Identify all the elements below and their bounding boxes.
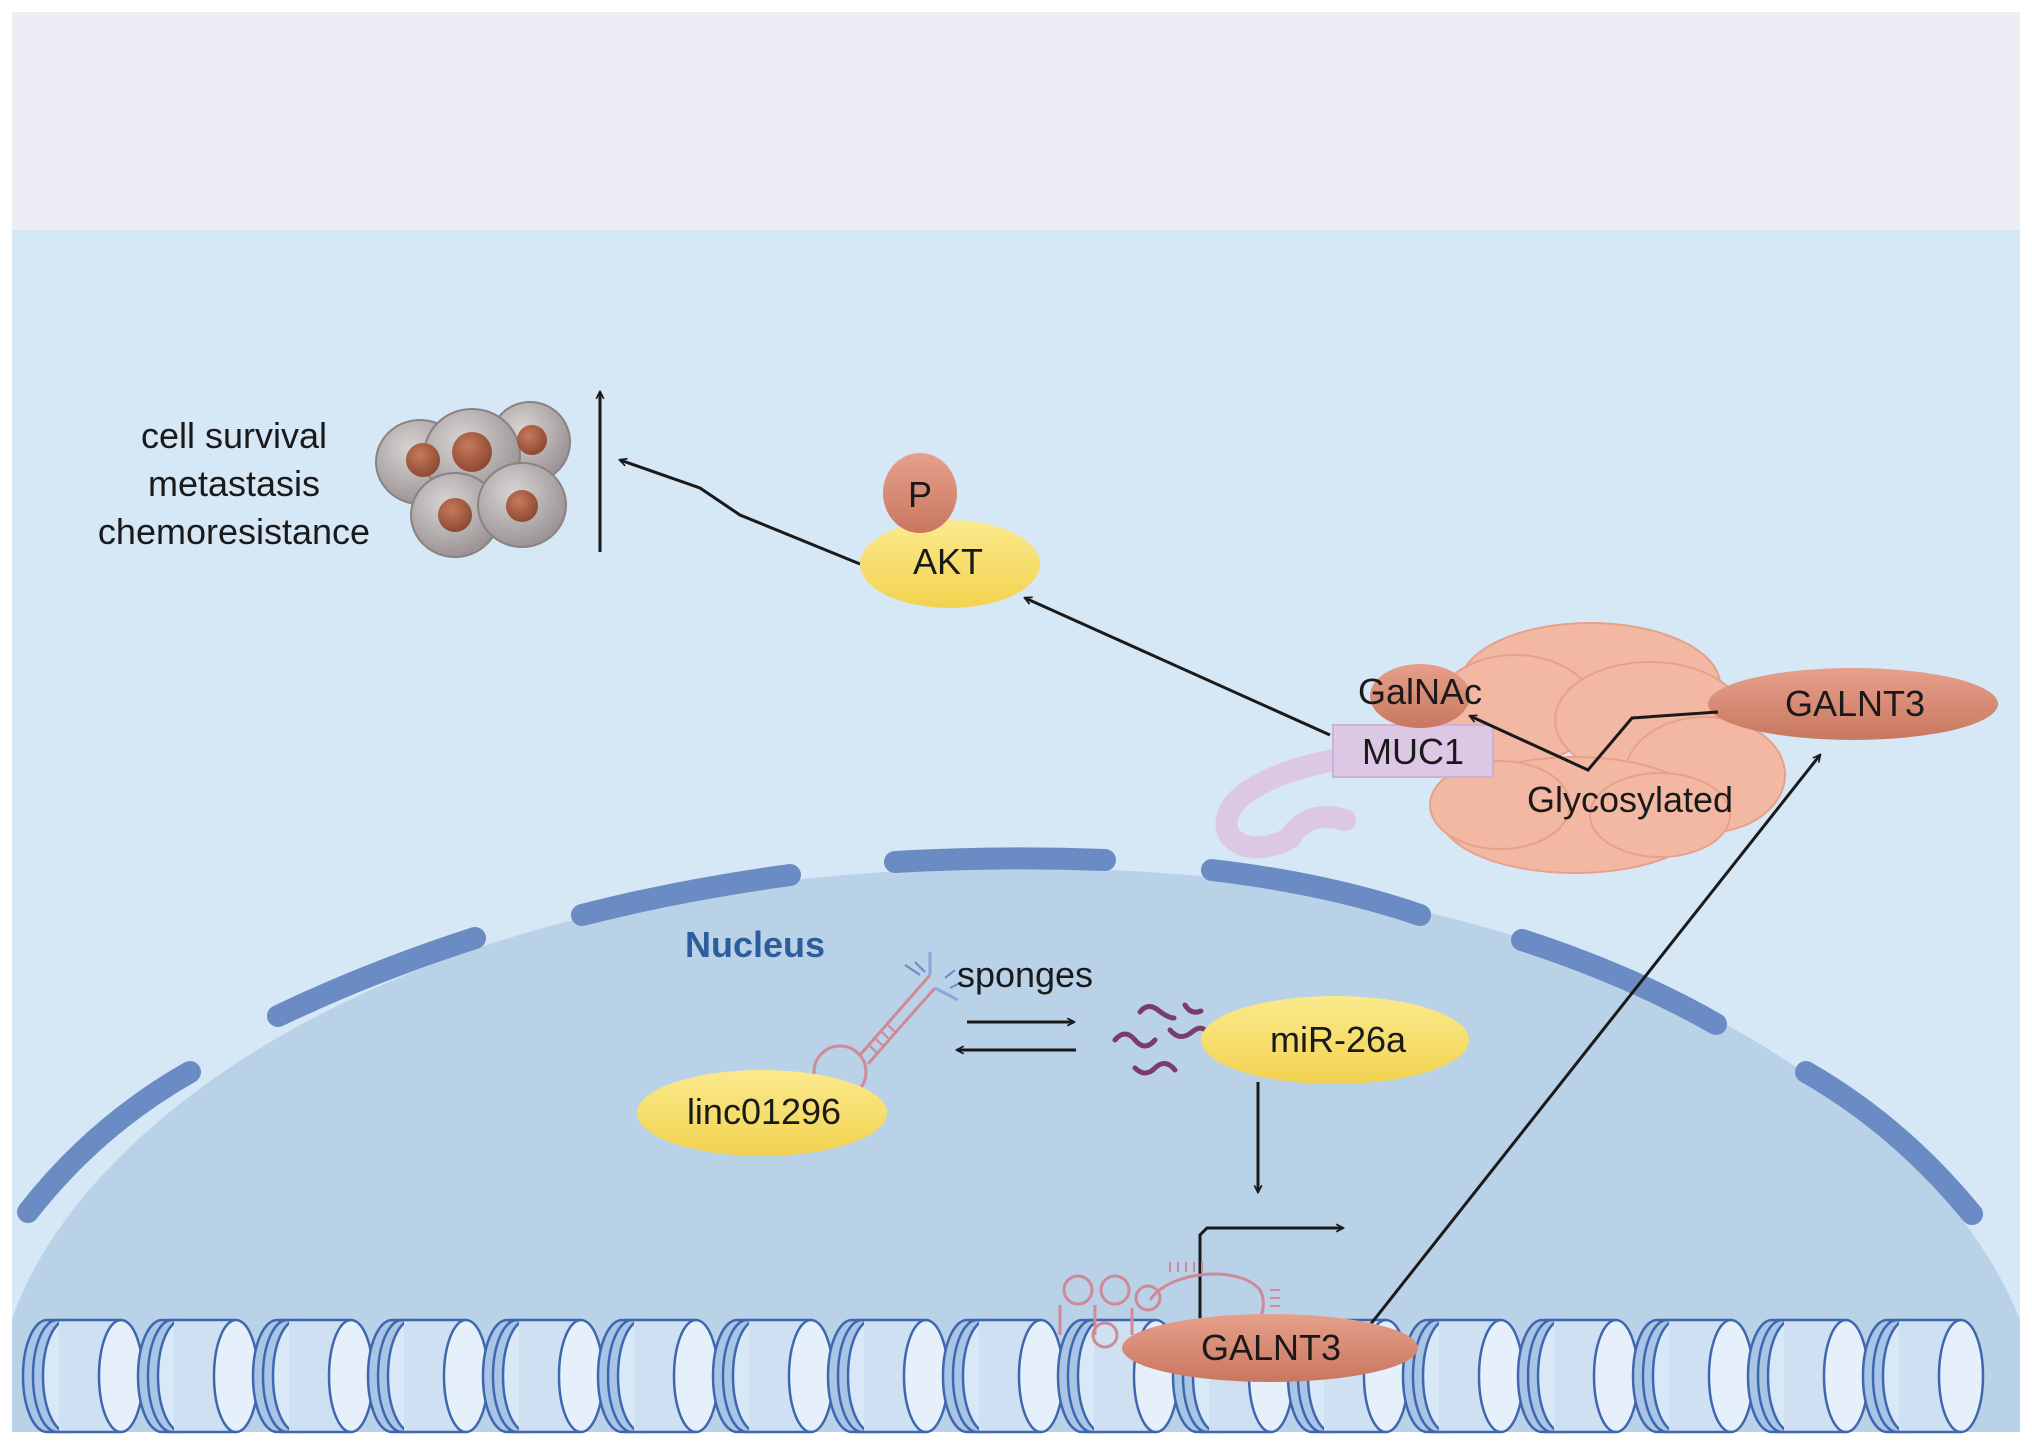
nucleus-body	[12, 868, 2020, 1432]
galnac-oval	[1370, 664, 1470, 728]
tumor-cell-cluster	[375, 401, 571, 558]
extracellular-band	[12, 12, 2020, 232]
galnt3-mrna-hairpins	[1058, 1272, 1265, 1349]
akt-oval	[860, 520, 1040, 608]
mir26a-label: miR-26a	[1269, 1019, 1407, 1060]
akt-label: AKT	[912, 541, 984, 582]
nucleosome	[481, 1318, 605, 1434]
arrow-gene-to-protein	[1368, 755, 1820, 1326]
phenotype-list: cell survival metastasis chemoresistance	[98, 412, 370, 556]
phenotype-item: chemoresistance	[97, 511, 371, 552]
arrow-akt-to-phenotype	[620, 460, 861, 566]
nucleus-label: Nucleus	[684, 924, 826, 965]
phospho-circle	[883, 453, 957, 533]
nucleosome	[1401, 1318, 1525, 1434]
galnt3-gene-label: GALNT3	[1200, 1327, 1342, 1368]
nucleosome	[941, 1318, 1065, 1434]
galnt3-protein-oval	[1708, 668, 1998, 740]
arrow-muc1-to-akt	[1025, 598, 1331, 737]
nucleosome	[596, 1318, 720, 1434]
glycosylated-muc1-cloud	[1429, 622, 1786, 874]
nucleosome	[1746, 1318, 1870, 1434]
galnt3-mrna-ticks	[1169, 1262, 1280, 1307]
glycosylated-label: Glycosylated	[1526, 779, 1734, 820]
sponges-label: sponges	[956, 954, 1094, 995]
galnac-label: GalNAc	[1357, 671, 1483, 712]
nuclear-envelope	[17, 847, 1983, 1225]
linc01296-oval	[637, 1070, 887, 1156]
phospho-label: P	[907, 474, 933, 515]
nucleosome	[711, 1318, 835, 1434]
nucleosome	[21, 1318, 145, 1434]
phenotype-item: metastasis	[147, 463, 321, 504]
galnt3-protein-label: GALNT3	[1784, 683, 1926, 724]
mir26a-oval	[1201, 996, 1469, 1084]
arrow-galnt3-to-galnac	[1470, 710, 1719, 772]
nucleosome	[1631, 1318, 1755, 1434]
linc01296-tail	[904, 961, 963, 989]
nucleosome	[366, 1318, 490, 1434]
muc1-box	[1332, 724, 1494, 778]
mirna-squiggles	[1112, 1002, 1213, 1076]
muc1-label: MUC1	[1361, 731, 1465, 772]
phenotype-item: cell survival	[140, 415, 328, 456]
linc01296-label: linc01296	[686, 1091, 842, 1132]
nucleosome	[1516, 1318, 1640, 1434]
nucleosome	[826, 1318, 950, 1434]
muc1-tail	[1215, 749, 1356, 859]
nucleosome	[251, 1318, 375, 1434]
nucleosome	[136, 1318, 260, 1434]
linc01296-stem-ticks	[869, 1024, 897, 1055]
galnt3-gene-oval	[1122, 1314, 1418, 1382]
transcription-start-arrow	[1198, 1228, 1343, 1320]
chromatin-nucleosomes	[21, 1318, 1985, 1434]
nucleosome	[1861, 1318, 1985, 1434]
